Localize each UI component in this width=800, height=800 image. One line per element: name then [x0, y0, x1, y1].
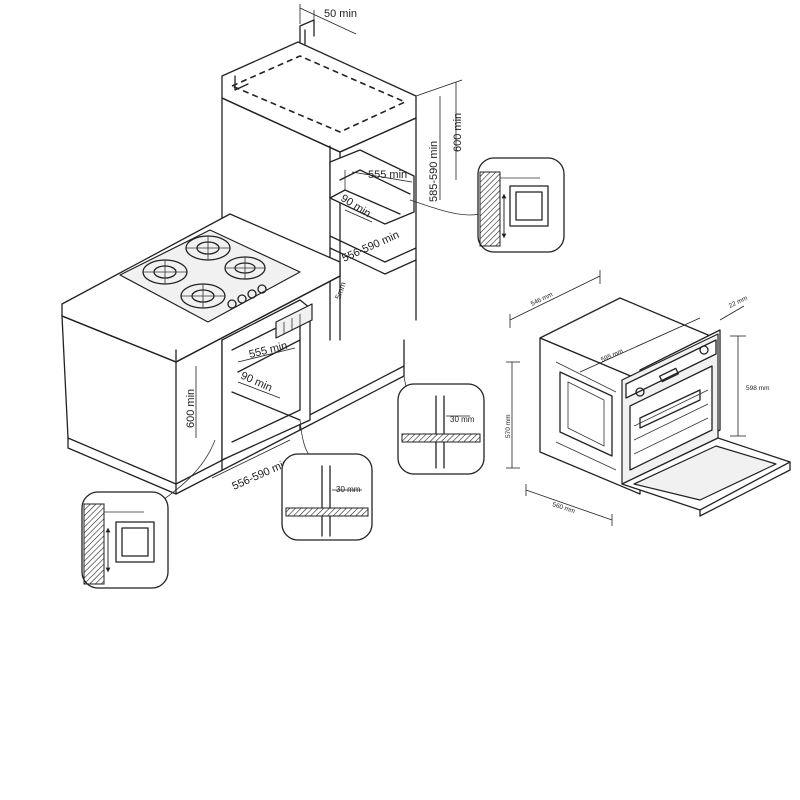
label-oven-door: 22 mm [728, 295, 749, 310]
label-oven-depth: 546 mm [530, 291, 554, 308]
label-hob-gap: 5mm [333, 281, 348, 301]
base-cabinet [61, 213, 405, 495]
dimension-top-clearance: 50 min [299, 4, 357, 35]
dimension-niche-height: 585-590 min 600 min [415, 79, 464, 202]
label-niche-height-range: 585-590 min [428, 141, 440, 202]
label-top-clearance: 50 min [324, 8, 357, 20]
dimension-hob-gap: 5mm [329, 281, 348, 302]
hob-burners [142, 235, 267, 309]
oven-illustration [539, 297, 791, 517]
plinth-detail-icon-b: 30 mm [281, 419, 373, 541]
ventilation-detail-icon [409, 157, 565, 253]
label-detail-30mm-a: 30 mm [450, 415, 475, 424]
label-under-height: 600 min [185, 389, 197, 428]
label-oven-body: 570 mm [505, 415, 512, 438]
label-upper-depth: 555 min [368, 169, 407, 181]
label-detail-30mm-b: 30 mm [336, 485, 361, 494]
label-oven-height: 598 mm [746, 385, 769, 392]
tall-cabinet [221, 19, 417, 341]
ventilation-detail-icon-lower [81, 439, 216, 589]
label-niche-height-600: 600 min [452, 113, 464, 152]
plinth-detail-icon-a: 30 mm [397, 375, 485, 475]
